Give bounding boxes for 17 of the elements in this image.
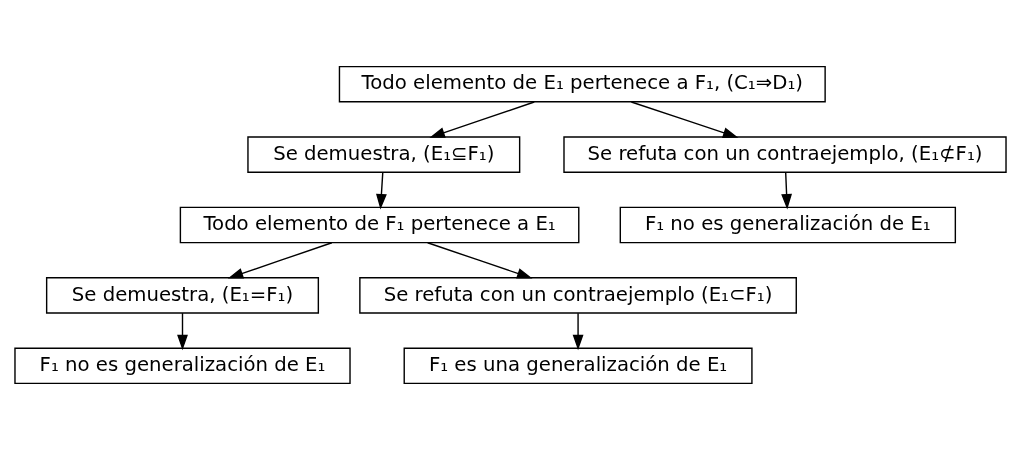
node-box: Se refuta con un contraejemplo (E₁⊂F₁) (359, 277, 797, 314)
node-box: Todo elemento de F₁ pertenece a E₁ (179, 206, 580, 244)
node-box: F₁ no es generalización de E₁ (14, 347, 351, 385)
arrow (572, 312, 584, 351)
arrow (781, 171, 792, 210)
node-box: Se demuestra, (E₁⊆F₁) (247, 136, 521, 173)
arrow (429, 101, 535, 138)
node-box: F₁ no es generalización de E₁ (619, 206, 957, 244)
node-box: Se refuta con un contraejemplo, (E₁⊄F₁) (563, 136, 1007, 173)
arrow (376, 171, 387, 210)
node-box: Todo elemento de E₁ pertenece a F₁, (C₁⇒D₁) (338, 65, 826, 103)
node-box: F₁ es una generalización de E₁ (403, 347, 753, 385)
arrow (177, 312, 188, 351)
arrow (426, 242, 533, 279)
node-box: Se demuestra, (E₁=F₁) (45, 277, 320, 314)
arrow (630, 101, 739, 138)
arrow (227, 242, 333, 279)
